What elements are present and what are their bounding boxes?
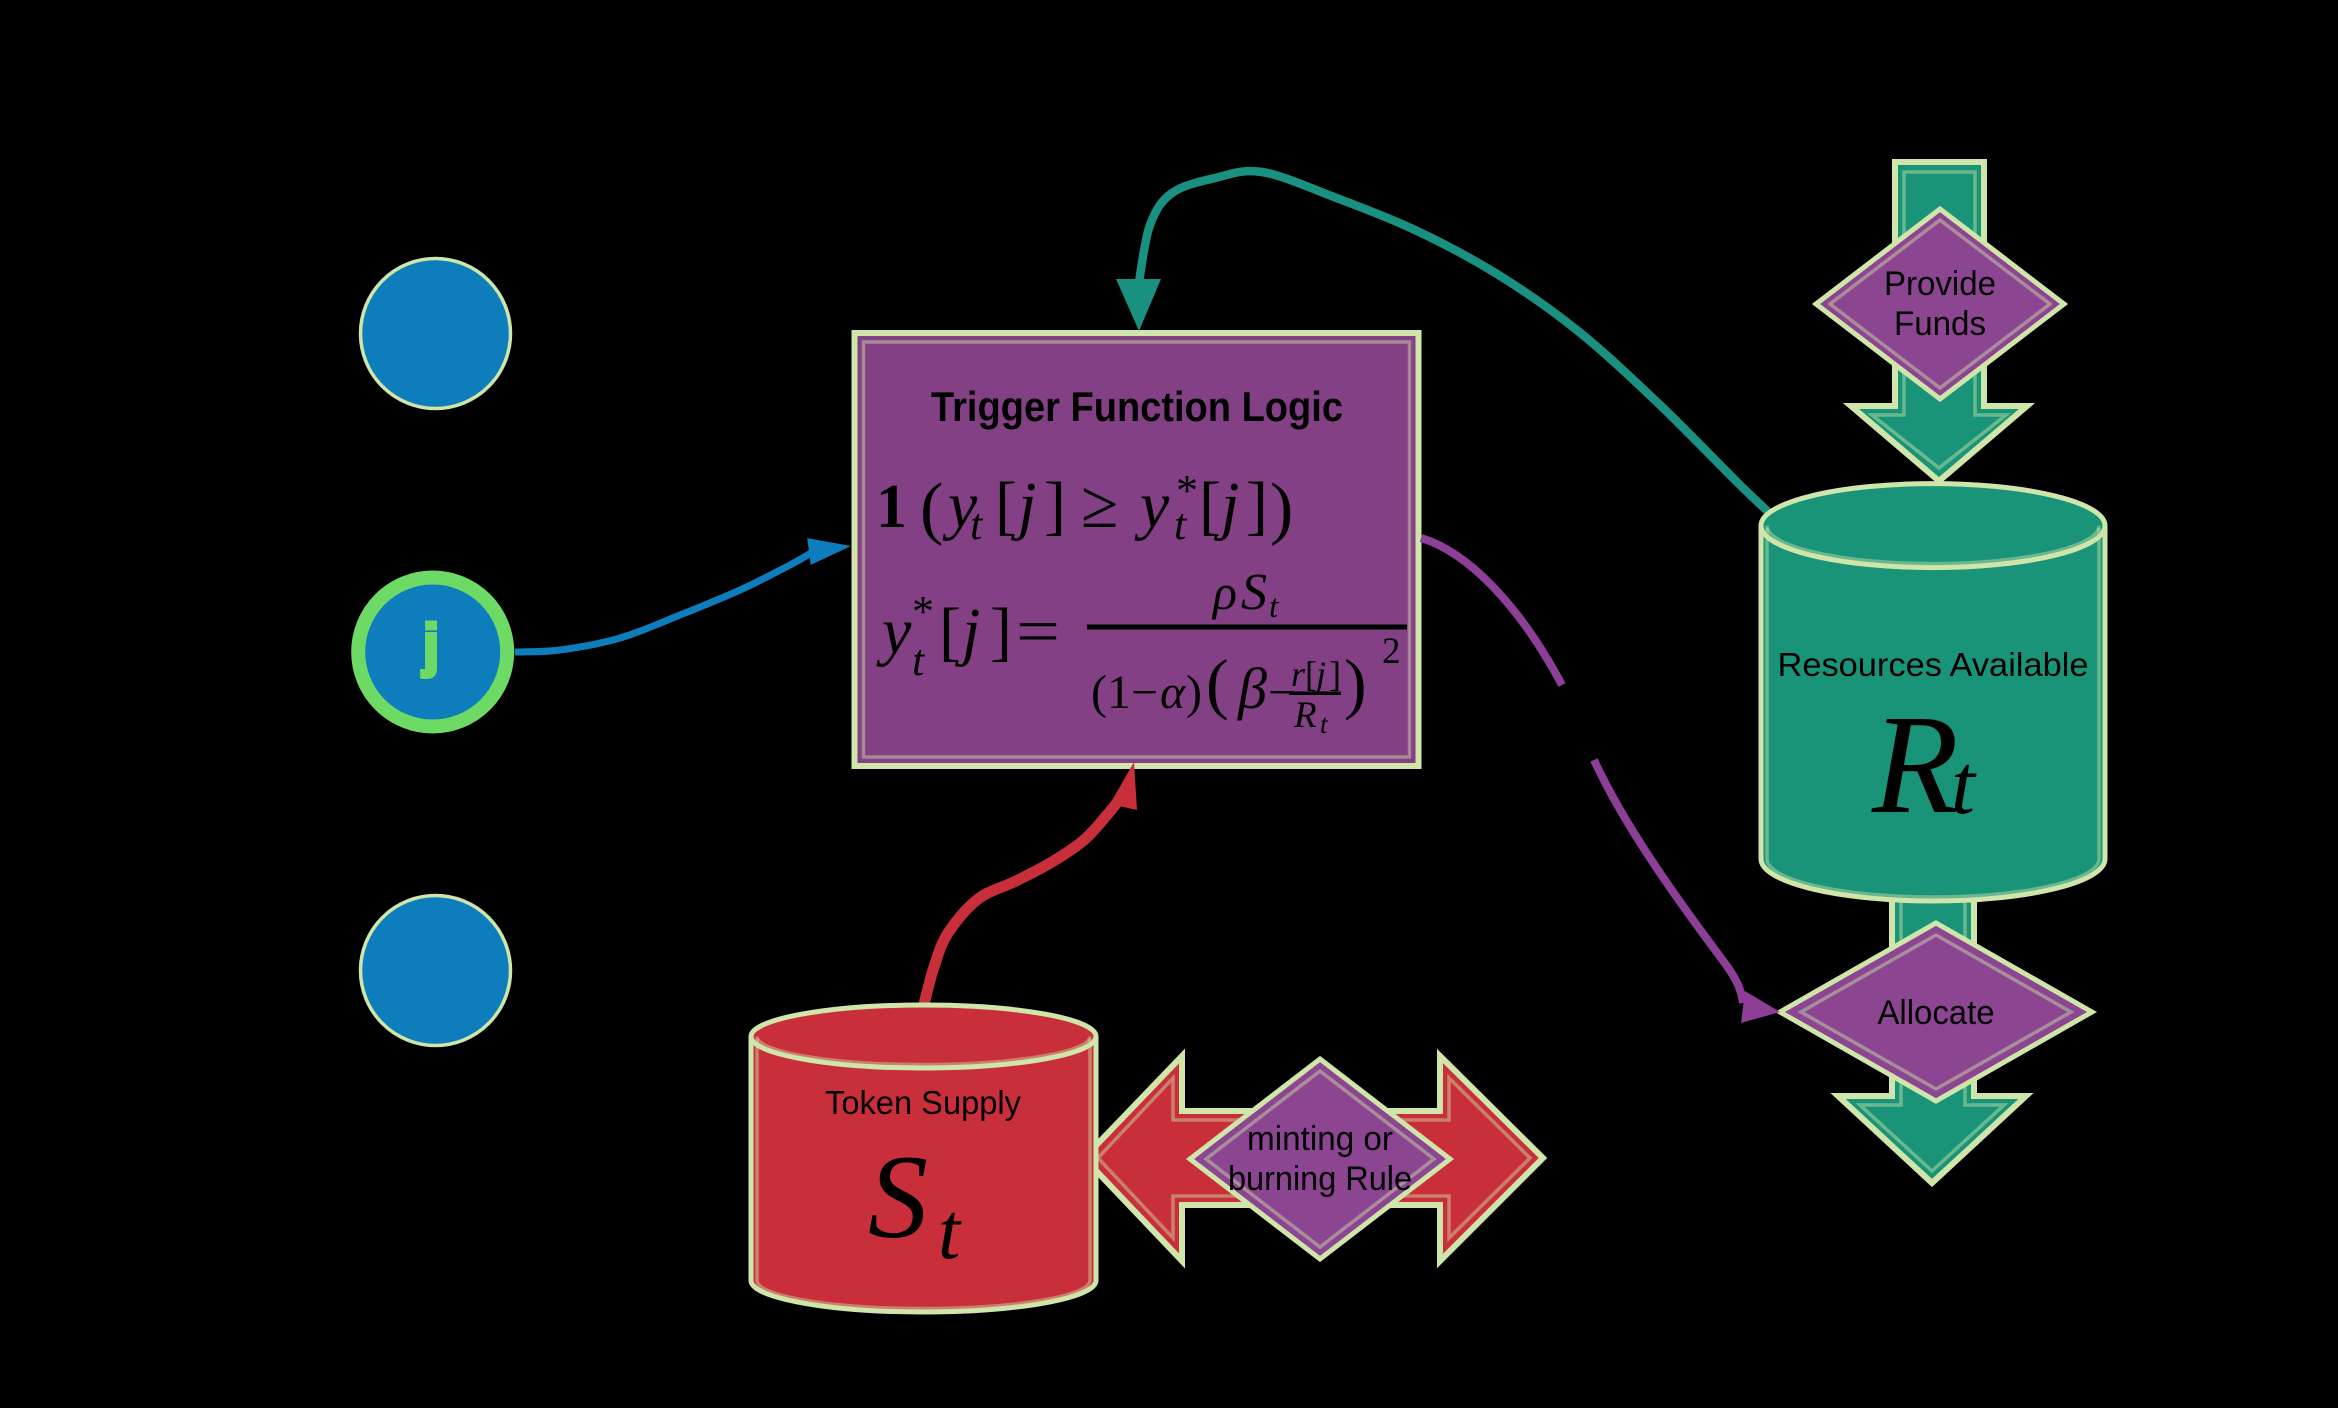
svg-text:[: [ (1199, 469, 1221, 542)
svg-text:[: [ (995, 469, 1017, 542)
svg-text:r: r (1291, 654, 1306, 694)
svg-text:y: y (1134, 469, 1170, 542)
svg-text:y: y (942, 469, 978, 542)
svg-text:Provide: Provide (1884, 265, 1996, 303)
svg-text:α: α (1160, 666, 1186, 719)
svg-text:R: R (1871, 685, 1959, 843)
svg-text:j: j (1312, 654, 1326, 694)
svg-text:t: t (1951, 736, 1977, 832)
svg-text:≥: ≥ (1081, 466, 1118, 542)
svg-text:]: ] (1329, 654, 1341, 694)
svg-text:1: 1 (876, 473, 907, 541)
svg-text:): ) (1270, 470, 1293, 547)
svg-text:(1−: (1− (1091, 666, 1158, 719)
svg-text:Token Supply: Token Supply (825, 1084, 1021, 1121)
svg-text:R: R (1293, 695, 1317, 736)
svg-text:): ) (1186, 666, 1202, 719)
svg-text:*: * (912, 587, 934, 636)
svg-text:): ) (1344, 645, 1367, 721)
svg-text:t: t (1269, 589, 1279, 625)
svg-text:t: t (970, 500, 984, 549)
svg-text:Allocate: Allocate (1878, 994, 1995, 1032)
svg-text:t: t (1320, 709, 1329, 739)
svg-text:t: t (1174, 500, 1188, 549)
svg-text:S: S (868, 1130, 928, 1263)
svg-text:β: β (1237, 656, 1267, 721)
svg-text:=: = (1016, 595, 1060, 668)
svg-text:[: [ (1305, 654, 1317, 694)
svg-text:Funds: Funds (1894, 305, 1986, 343)
svg-text:j: j (422, 613, 439, 678)
svg-text:]: ] (1246, 469, 1268, 542)
svg-text:[: [ (939, 595, 961, 668)
svg-text:ρ: ρ (1211, 564, 1237, 620)
svg-text:(: ( (1206, 645, 1229, 721)
svg-text:burning Rule: burning Rule (1228, 1160, 1412, 1198)
svg-text:minting or: minting or (1247, 1120, 1393, 1158)
svg-text:]: ] (1044, 469, 1066, 542)
svg-text:(: ( (920, 470, 943, 547)
svg-text:]: ] (990, 595, 1012, 668)
svg-text:Trigger Function Logic: Trigger Function Logic (931, 383, 1343, 430)
svg-text:y: y (876, 595, 912, 668)
svg-text:Resources Available: Resources Available (1778, 646, 2089, 683)
svg-text:t: t (912, 636, 926, 685)
svg-text:*: * (1176, 466, 1198, 515)
svg-text:2: 2 (1382, 631, 1401, 672)
svg-text:S: S (1241, 564, 1267, 621)
svg-text:t: t (938, 1188, 962, 1276)
